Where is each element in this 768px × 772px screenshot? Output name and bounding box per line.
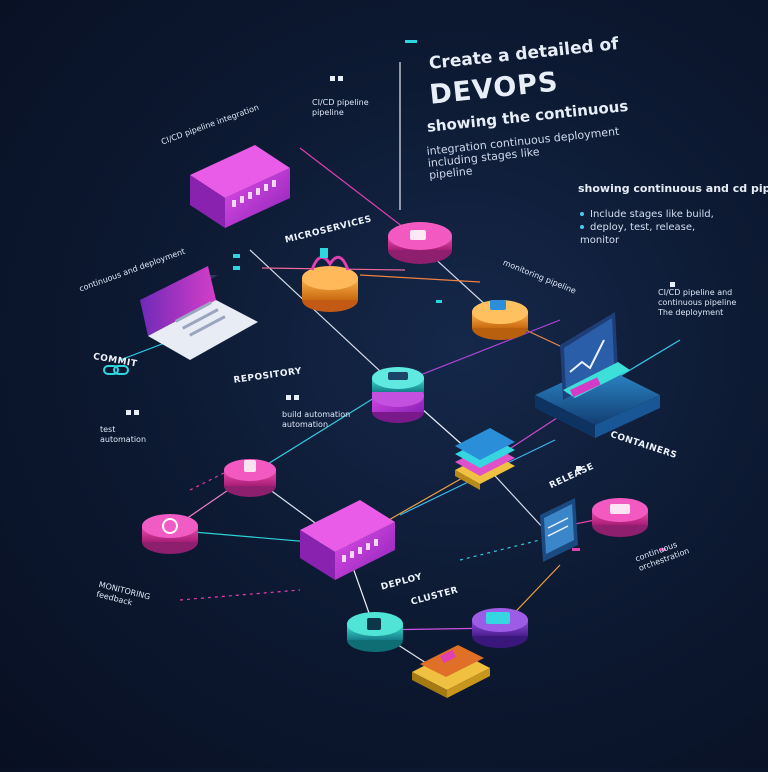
- label-line: build automation: [282, 410, 351, 419]
- server-rack-icon: [190, 145, 290, 228]
- side-panel-item: Include stages like build,: [580, 208, 714, 221]
- dash-accent: [436, 300, 442, 303]
- side-panel-item: deploy, test, release,: [580, 221, 714, 234]
- dash-accent: [572, 548, 580, 551]
- connector: [359, 274, 481, 283]
- cloud-node-icon: [592, 498, 648, 537]
- side-panel-item-text: Include stages like build,: [590, 209, 714, 220]
- side-panel-item: monitor: [580, 234, 714, 247]
- purple-node-icon: [472, 608, 528, 648]
- label-line: CI/CD pipeline: [312, 98, 369, 107]
- side-panel-list: Include stages like build, deploy, test,…: [580, 208, 714, 247]
- label-line: The deployment: [658, 308, 724, 317]
- connector: [189, 469, 231, 491]
- card-stack-icon: [412, 645, 490, 698]
- database-node-icon: [388, 222, 452, 264]
- label-line: automation: [100, 435, 147, 444]
- link-icon: [103, 365, 129, 375]
- database-stack-icon: [302, 248, 358, 312]
- label-line: test: [100, 425, 116, 434]
- label-test-automation: test automation: [100, 425, 146, 445]
- laptop-icon: [140, 266, 258, 360]
- bullet-icon: [580, 212, 584, 216]
- monitor-icon: [535, 312, 660, 438]
- connector: [249, 384, 396, 476]
- dash-accent: [233, 254, 240, 258]
- connector: [249, 249, 396, 386]
- connector: [394, 319, 561, 386]
- side-panel-heading: showing continuous and cd pipeline.: [578, 182, 768, 195]
- connector: [179, 589, 301, 601]
- gear-node-icon: [142, 514, 198, 554]
- label-line: automation: [282, 420, 329, 429]
- label-cicd-pipeline: CI/CD pipeline pipeline: [312, 98, 369, 118]
- document-stack-icon: [455, 428, 515, 490]
- teal-node-icon: [347, 612, 403, 652]
- central-node-icon: [372, 367, 424, 423]
- pink-node-icon: [224, 459, 276, 497]
- connector: [459, 539, 541, 561]
- server-rack-lower-icon: [300, 500, 395, 580]
- dash-accent: [233, 266, 240, 270]
- label-ci-pipeline-right: CI/CD pipeline and continuous pipeline T…: [658, 288, 736, 318]
- label-line: continuous pipeline: [658, 298, 737, 307]
- dash-accent: [405, 40, 417, 43]
- panel-icon: [540, 498, 578, 562]
- side-panel-item-text: deploy, test, release,: [590, 222, 696, 233]
- side-panel-item-text: monitor: [580, 235, 620, 246]
- orange-node-icon: [472, 300, 528, 340]
- dash-accent: [660, 548, 666, 551]
- bullet-icon: [580, 225, 584, 229]
- label-line: CI/CD pipeline and: [658, 288, 733, 297]
- label-build-automation: build automation automation: [282, 410, 350, 430]
- small-glyph-icons: [126, 76, 675, 471]
- label-line: pipeline: [312, 108, 344, 117]
- connector: [299, 147, 421, 241]
